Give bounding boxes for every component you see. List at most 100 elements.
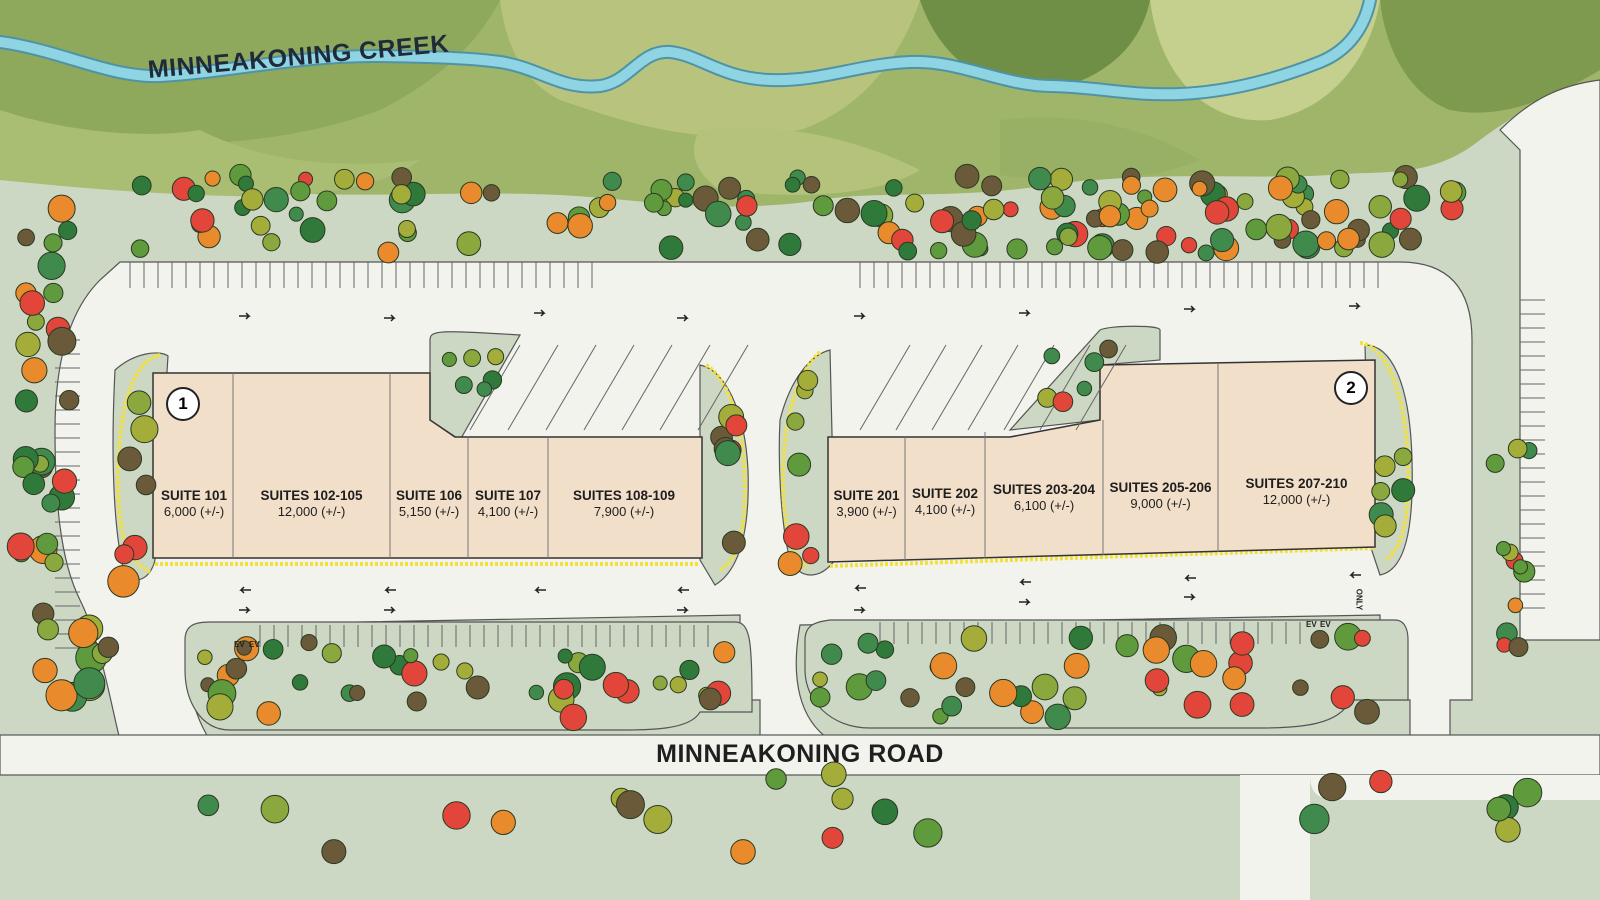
suite-name: SUITES 102-105	[260, 488, 363, 503]
direction-arrow-icon	[1184, 593, 1196, 601]
tree-icon	[1191, 180, 1208, 197]
building-2	[827, 359, 1376, 563]
tree-icon	[787, 452, 812, 477]
tree-icon	[68, 617, 99, 649]
tree-icon	[578, 653, 606, 681]
tree-icon	[1180, 237, 1198, 254]
suite-name: SUITE 101	[160, 488, 228, 503]
tree-icon	[546, 212, 569, 234]
tree-icon	[256, 701, 281, 726]
tree-icon	[206, 693, 234, 721]
tree-icon	[1486, 796, 1512, 822]
parking-stalls	[55, 262, 1545, 649]
tree-icon	[454, 376, 473, 395]
tree-icon	[316, 190, 338, 212]
angled-stall-line	[1075, 344, 1127, 431]
tree-icon	[725, 414, 748, 437]
tree-icon	[204, 170, 221, 187]
tree-icon	[45, 679, 78, 712]
tree-icon	[1040, 186, 1065, 210]
tree-icon	[930, 652, 958, 680]
tree-icon	[1508, 637, 1529, 657]
tree-icon	[1229, 692, 1255, 717]
tree-icon	[1236, 193, 1254, 210]
suite-size: 3,900 (+/-)	[836, 504, 897, 519]
tree-icon	[1152, 177, 1178, 203]
tree-icon	[982, 198, 1005, 221]
tree-icon	[955, 677, 976, 698]
tree-icon	[465, 675, 490, 700]
direction-arrow-icon	[239, 606, 251, 614]
tree-icon	[1389, 207, 1412, 230]
tree-icon	[290, 181, 311, 202]
tree-icon	[1044, 703, 1072, 731]
direction-arrow-icon	[384, 586, 396, 594]
tree-icon	[19, 290, 46, 316]
tree-icon	[37, 618, 59, 641]
tree-icon	[989, 678, 1018, 708]
direction-arrow-icon	[1019, 578, 1031, 586]
suite-name: SUITE 202	[911, 486, 979, 501]
suite-size: 4,100 (+/-)	[477, 504, 539, 519]
only-marking: ONLY	[1354, 588, 1364, 611]
tree-icon	[321, 839, 347, 865]
tree-icon	[349, 684, 366, 702]
tree-icon	[1028, 166, 1052, 191]
tree-icon	[802, 546, 820, 565]
direction-arrow-icon	[1019, 309, 1031, 317]
tree-icon	[714, 440, 741, 467]
tree-icon	[981, 175, 1003, 197]
tree-icon	[26, 312, 45, 331]
tree-icon	[1059, 227, 1078, 247]
tree-icon	[59, 390, 80, 411]
tree-icon	[401, 660, 428, 687]
tree-icon	[1316, 231, 1336, 251]
tree-icon	[1121, 175, 1141, 195]
building-number-2: 2	[1334, 371, 1368, 405]
tree-icon	[1068, 625, 1093, 651]
tree-icon	[1098, 204, 1122, 228]
tree-icon	[643, 192, 664, 213]
tree-icon	[1062, 686, 1087, 711]
tree-icon	[47, 194, 76, 223]
tree-icon	[130, 239, 150, 258]
tree-icon	[1076, 380, 1093, 397]
tree-icon	[1197, 244, 1215, 262]
tree-icon	[679, 659, 700, 681]
angled-stall-line	[931, 344, 983, 431]
tree-icon	[765, 768, 787, 790]
direction-arrow-icon	[1349, 571, 1361, 579]
tree-icon	[43, 233, 63, 253]
suite-size: 9,000 (+/-)	[1130, 496, 1191, 511]
suite-size: 12,000 (+/-)	[1262, 492, 1331, 507]
tree-icon	[557, 648, 573, 664]
building-1	[152, 372, 703, 559]
tree-icon	[459, 181, 483, 205]
tree-icon	[598, 193, 617, 212]
angled-stall-line	[967, 344, 1019, 431]
tree-icon	[1210, 227, 1235, 253]
side-parking	[1499, 79, 1600, 641]
suite-name: SUITE 107	[474, 488, 542, 503]
tree-icon	[1391, 478, 1416, 503]
tree-icon	[487, 348, 505, 366]
tree-icon	[288, 206, 304, 222]
tree-icon	[905, 193, 925, 213]
tree-icon	[713, 641, 736, 664]
trees	[6, 163, 1543, 865]
direction-arrow-icon	[239, 312, 251, 320]
suite-size: 5,150 (+/-)	[398, 504, 460, 519]
tree-icon	[820, 761, 847, 788]
tree-icon	[1087, 234, 1113, 261]
tree-icon	[1222, 666, 1247, 691]
